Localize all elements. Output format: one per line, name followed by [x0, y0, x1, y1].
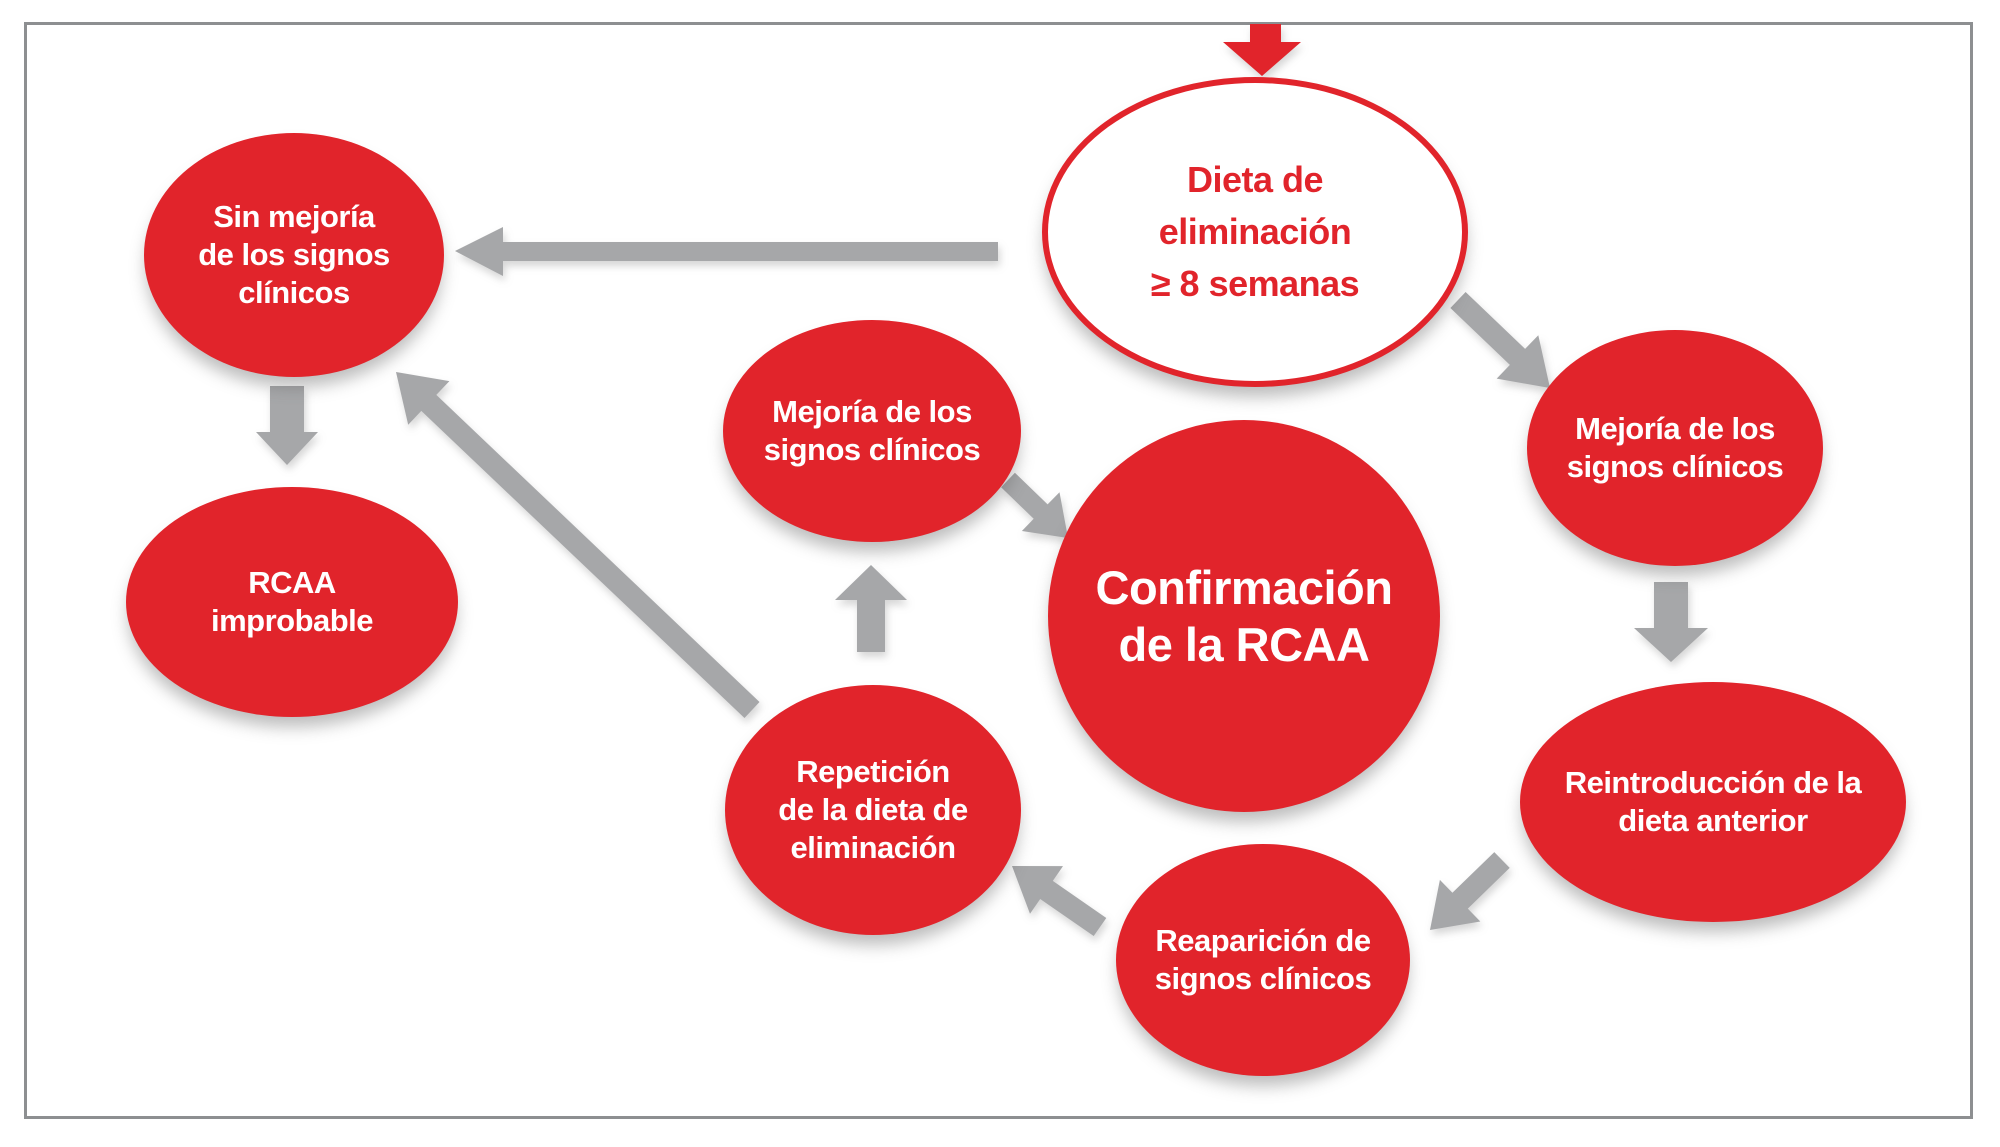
node-confirmacion-rcaa: Confirmación de la RCAA	[1048, 420, 1440, 812]
arrow-sin-mejoria-to-rcaa-improbable	[256, 386, 318, 465]
arrow-reaparicion-to-repeticion	[1012, 866, 1107, 936]
node-reaparicion: Reaparición de signos clínicos	[1116, 844, 1410, 1076]
arrow-dieta-to-mejoria-right	[1450, 292, 1550, 388]
node-rcaa-improbable: RCAA improbable	[126, 487, 458, 717]
node-dieta-eliminacion-label: Dieta de eliminación ≥ 8 semanas	[1150, 158, 1360, 305]
arrow-entry-to-dieta	[1223, 24, 1301, 76]
arrow-repeticion-to-sin-mejoria	[396, 372, 760, 718]
node-reaparicion-label: Reaparición de signos clínicos	[1154, 923, 1372, 996]
node-mejoria-right: Mejoría de los signos clínicos	[1527, 330, 1823, 566]
node-rcaa-improbable-label: RCAA improbable	[210, 565, 374, 638]
node-mejoria-center-label: Mejoría de los signos clínicos	[763, 394, 981, 467]
node-mejoria-right-label: Mejoría de los signos clínicos	[1566, 411, 1784, 484]
node-repeticion: Repetición de la dieta de eliminación	[725, 685, 1021, 935]
node-confirmacion-rcaa-label: Confirmación de la RCAA	[1095, 560, 1393, 671]
node-dieta-eliminacion: Dieta de eliminación ≥ 8 semanas	[1042, 77, 1468, 387]
node-reintroduccion-label: Reintroducción de la dieta anterior	[1564, 765, 1862, 838]
node-reintroduccion: Reintroducción de la dieta anterior	[1520, 682, 1906, 922]
arrow-reintroduccion-to-reaparicion	[1430, 852, 1510, 930]
node-sin-mejoria-label: Sin mejoría de los signos clínicos	[198, 199, 390, 310]
node-mejoria-center: Mejoría de los signos clínicos	[723, 320, 1021, 542]
node-repeticion-label: Repetición de la dieta de eliminación	[778, 754, 968, 865]
arrow-repeticion-to-mejoria-center	[835, 565, 907, 652]
arrow-mejoria-right-to-reintroduccion	[1634, 582, 1708, 662]
node-sin-mejoria: Sin mejoría de los signos clínicos	[144, 133, 444, 377]
arrow-mejoria-center-to-confirmacion	[1001, 472, 1068, 538]
arrow-dieta-to-sin-mejoria	[455, 227, 998, 276]
